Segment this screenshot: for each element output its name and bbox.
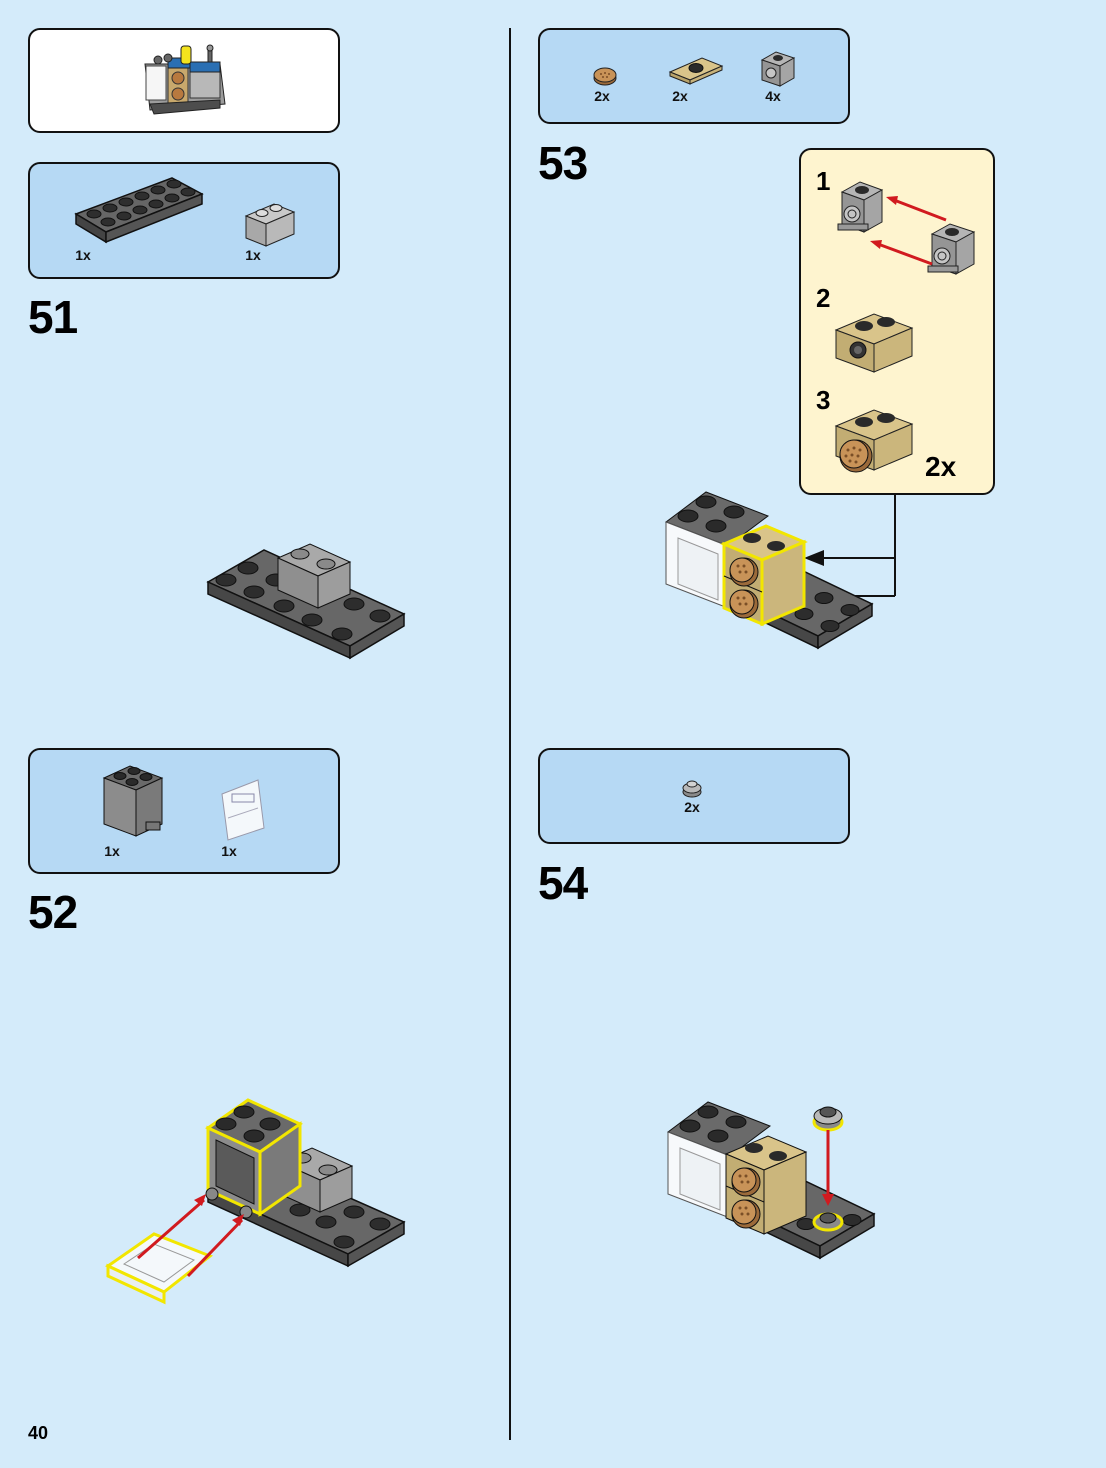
- step-51-number: 51: [28, 291, 78, 343]
- step-51-model-illustration: [206, 543, 406, 660]
- page-number: 40: [28, 1423, 49, 1443]
- round-tile-tan-icon: [593, 67, 617, 86]
- brick-with-stud-side-light-gray-icon: [760, 51, 796, 87]
- step-53-part-2-qty: 2x: [672, 88, 688, 104]
- substep-3-illustration: [834, 409, 914, 473]
- door-transparent-icon: [221, 779, 265, 841]
- step-53-part-3-qty: 4x: [765, 88, 781, 104]
- step-54-number: 54: [538, 857, 588, 909]
- substep-2-number: 2: [816, 283, 831, 313]
- substep-2-illustration: [834, 313, 914, 373]
- step-51-part-2-qty: 1x: [245, 247, 261, 263]
- step-52-parts-box: [28, 748, 340, 874]
- step-53-number: 53: [538, 137, 588, 189]
- step-53-part-1-qty: 2x: [594, 88, 610, 104]
- step-52-part-2-qty: 1x: [221, 843, 237, 859]
- step-53-model-illustration: [664, 491, 874, 650]
- round-plate-light-gray-icon: [682, 780, 702, 798]
- step-52-number: 52: [28, 886, 78, 938]
- step-54-part-1-qty: 2x: [684, 799, 700, 815]
- substep-1-illustration: [837, 181, 976, 275]
- step-52-part-1-qty: 1x: [104, 843, 120, 859]
- model-preview-icon: [144, 44, 226, 115]
- column-divider: [509, 28, 511, 1440]
- jumper-plate-tan-icon: [668, 57, 724, 85]
- substep-3-number: 3: [816, 385, 831, 415]
- step-54-model-illustration: [666, 1101, 876, 1260]
- plate-2x6-dark-gray-icon: [74, 177, 204, 244]
- container-2x2x2-dark-gray-icon: [102, 765, 164, 837]
- step-52-model-illustration: [104, 1098, 406, 1305]
- substep-multiplier: 2x: [925, 451, 957, 482]
- step-51-part-1-qty: 1x: [75, 247, 91, 263]
- substep-1-number: 1: [816, 166, 831, 196]
- brick-1x2-light-gray-icon: [244, 203, 296, 247]
